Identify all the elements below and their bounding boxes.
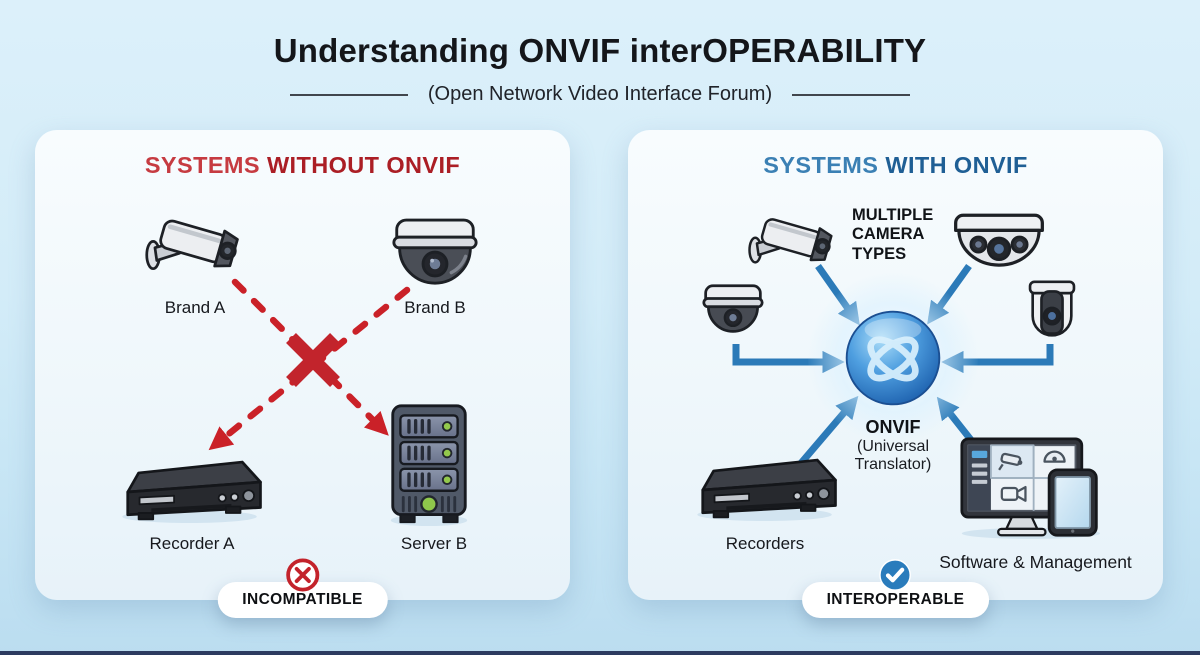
- mini-dome-camera-icon: [702, 283, 764, 336]
- page-title: Understanding ONVIF interOPERABILITY: [273, 32, 927, 69]
- header: Understanding ONVIF interOPERABILITY (Op…: [0, 0, 1200, 106]
- dashed-arrow-b-to-recorder: [208, 286, 411, 451]
- bullet-camera-icon: [143, 204, 248, 286]
- bottom-strip: [0, 651, 1200, 655]
- multi-lens-dome-camera-icon: [950, 212, 1048, 277]
- brand-a-label: Brand A: [164, 298, 226, 317]
- subtitle-row: (Open Network Video Interface Forum): [0, 83, 1200, 106]
- incompatible-arrows: [208, 278, 411, 451]
- onvif-knot-logo: [867, 336, 919, 382]
- heading-prefix: SYSTEMS: [144, 152, 260, 178]
- interoperable-badge-label: INTEROPERABLE: [826, 591, 965, 608]
- interoperable-badge: INTEROPERABLE: [801, 559, 990, 618]
- recorder-icon: [115, 450, 265, 525]
- dome-cam-glyph: [1043, 450, 1066, 463]
- recorder-a-label: Recorder A: [149, 534, 235, 553]
- ptz-camera-icon: [1022, 280, 1082, 345]
- software-label: Software & Management: [939, 552, 1132, 572]
- bullet-cam-glyph: [998, 452, 1023, 471]
- hub-label: ONVIF: [865, 417, 921, 437]
- hub-sublabel: (Universal Translator): [854, 438, 932, 474]
- heading-prefix: SYSTEMS: [763, 152, 879, 178]
- incompatible-badge: INCOMPATIBLE: [217, 558, 388, 618]
- video-cam-glyph: [1000, 485, 1027, 502]
- bullet-camera-icon: [746, 204, 841, 278]
- server-icon: [387, 403, 471, 527]
- dome-camera-icon: [391, 216, 479, 291]
- dashed-arrow-a-to-server: [231, 278, 389, 436]
- subtitle-rule-left: [289, 93, 408, 96]
- heading-emphasis: WITH ONVIF: [885, 152, 1028, 178]
- brand-b-label: Brand B: [404, 298, 466, 317]
- page-subtitle: (Open Network Video Interface Forum): [427, 83, 773, 105]
- recorder-icon: [690, 448, 840, 523]
- x-cross-icon: [286, 333, 340, 387]
- heading-emphasis: WITHOUT ONVIF: [266, 152, 461, 178]
- server-b-label: Server B: [400, 534, 468, 553]
- multiple-camera-types-note: MULTIPLE CAMERA TYPES: [852, 206, 934, 263]
- vms-monitor-tablet-icon: [960, 437, 1110, 539]
- cross-circle-icon: [285, 558, 320, 592]
- arrow-ptz-to-hub: [941, 344, 1054, 374]
- onvif-sphere-icon: [841, 306, 945, 410]
- incompatible-badge-label: INCOMPATIBLE: [242, 591, 363, 608]
- recorders-label: Recorders: [725, 534, 805, 553]
- arrow-dome-to-hub: [732, 344, 845, 374]
- check-circle-icon: [878, 558, 912, 592]
- subtitle-rule-right: [792, 93, 911, 96]
